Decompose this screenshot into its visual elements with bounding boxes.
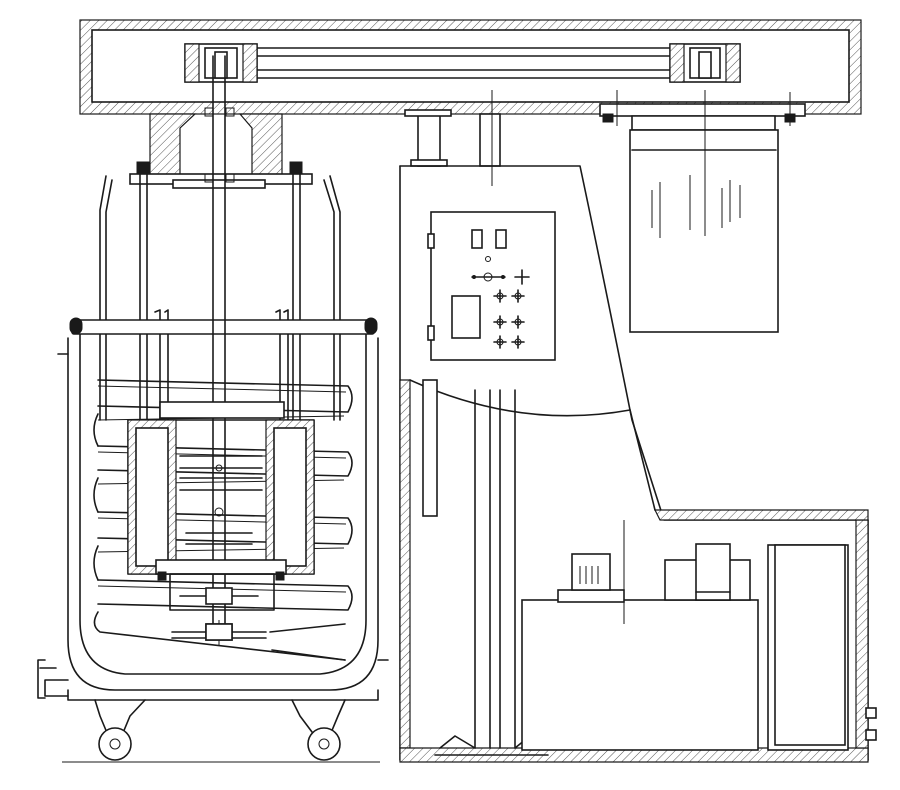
coil-turn: [93, 477, 99, 513]
coil-turn: [97, 579, 353, 611]
side-cabinet: [767, 544, 877, 751]
dispersing-basket: [127, 401, 315, 611]
coil-turn: [97, 379, 353, 413]
support-column: [399, 90, 869, 763]
control-panel: [427, 211, 556, 361]
drive-pulley-left: [184, 43, 258, 83]
coil-turn-inner: [97, 385, 347, 393]
coil-turn: [93, 413, 99, 447]
coil-turn: [93, 545, 99, 581]
drive-belt: [214, 47, 711, 79]
base-cabinet: [521, 599, 759, 751]
coil-turn: [97, 445, 353, 477]
drain-valve: [37, 659, 69, 699]
coil-turn: [97, 511, 353, 545]
coil-turn: [93, 611, 346, 661]
shaft-hub: [129, 107, 313, 189]
drive-pulley-right: [669, 43, 741, 83]
vessel-wheels: [62, 699, 380, 763]
panel-buttons: [493, 289, 525, 349]
mixing-vessel: [57, 317, 389, 701]
impeller: [171, 587, 346, 661]
hydraulic-pump: [557, 520, 751, 624]
motor: [599, 90, 806, 333]
main-shaft: [205, 55, 233, 645]
